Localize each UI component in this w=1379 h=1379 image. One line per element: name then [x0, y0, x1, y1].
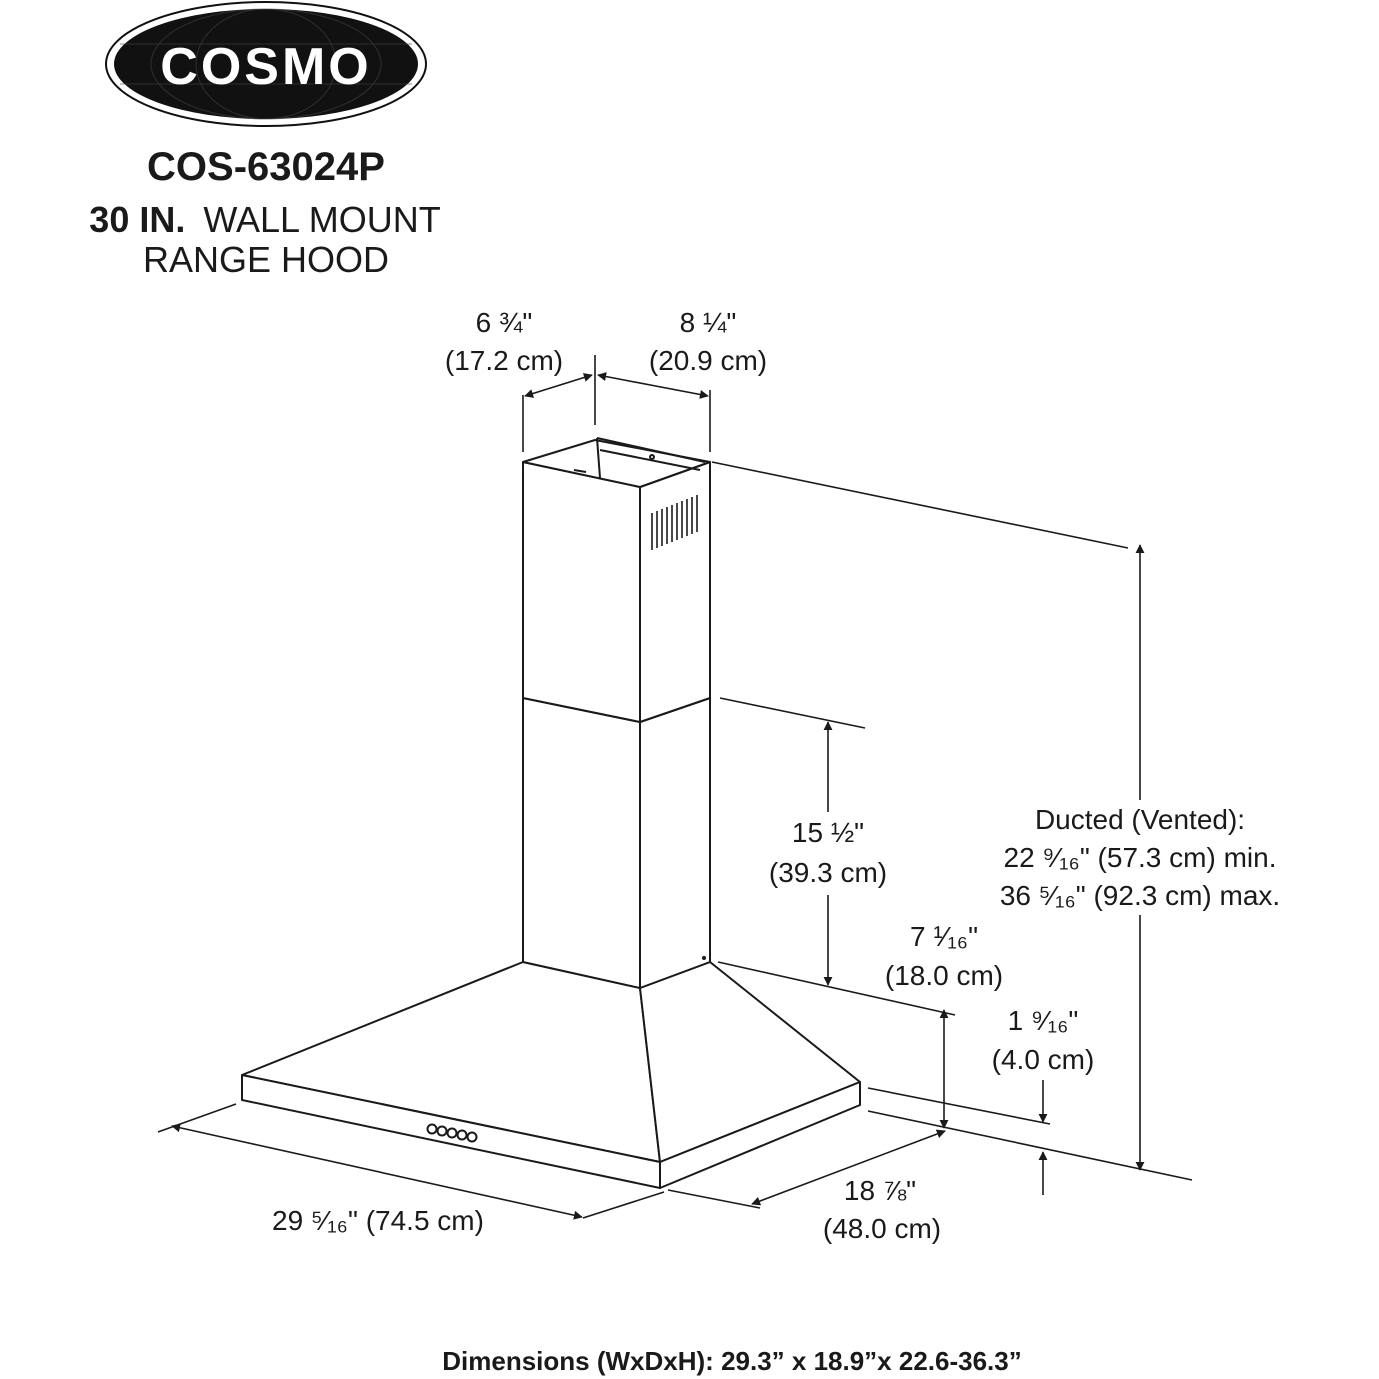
- upper-chimney-front: [522, 461, 641, 723]
- dimensions-summary: Dimensions (WxDxH): 29.3” x 18.9”x 22.6-…: [442, 1346, 1021, 1376]
- screw-icon: [702, 956, 706, 960]
- chimney-width-metric: (17.2 cm): [445, 345, 563, 376]
- canopy-height-metric: (18.0 cm): [885, 960, 1003, 991]
- front-edge-height-metric: (4.0 cm): [992, 1044, 1095, 1075]
- front-edge-height-imperial: 1 ⁹⁄₁₆": [1008, 1005, 1079, 1036]
- hood-depth-imperial: 18 ⅞": [844, 1175, 916, 1206]
- dimension-lines: [157, 355, 1193, 1220]
- product-title-line1: 30 IN. WALL MOUNT: [89, 199, 440, 240]
- chimney-top: [522, 439, 711, 488]
- brand-name: COSMO: [160, 38, 371, 96]
- range-hood-illustration: [241, 437, 861, 1189]
- mounting-bracket: [573, 437, 706, 479]
- ducted-max: 36 ⁵⁄₁₆" (92.3 cm) max.: [1000, 880, 1280, 911]
- brand-logo: COSMO: [105, 1, 427, 127]
- chimney-depth-metric: (20.9 cm): [649, 345, 767, 376]
- ducted-min: 22 ⁹⁄₁₆" (57.3 cm) min.: [1004, 842, 1277, 873]
- vent-slots: [651, 495, 698, 550]
- title-line1: WALL MOUNT: [203, 199, 440, 240]
- ducted-label: Ducted (Vented):: [1035, 804, 1245, 835]
- lower-chimney-front: [522, 697, 641, 989]
- lower-chimney-height-imperial: 15 ½": [792, 817, 864, 848]
- product-title-line2: RANGE HOOD: [143, 239, 389, 280]
- size-label: 30 IN.: [89, 199, 185, 240]
- hood-width-label: 29 ⁵⁄₁₆" (74.5 cm): [272, 1205, 484, 1236]
- canopy-height-imperial: 7 ¹⁄₁₆": [910, 921, 978, 952]
- lower-chimney-height-metric: (39.3 cm): [769, 857, 887, 888]
- hood-depth-metric: (48.0 cm): [823, 1213, 941, 1244]
- chimney-width-imperial: 6 ¾": [476, 307, 533, 338]
- model-number: COS-63024P: [147, 145, 385, 189]
- chimney-depth-imperial: 8 ¼": [680, 307, 737, 338]
- lower-chimney-side: [639, 697, 711, 989]
- upper-chimney-side: [639, 461, 711, 723]
